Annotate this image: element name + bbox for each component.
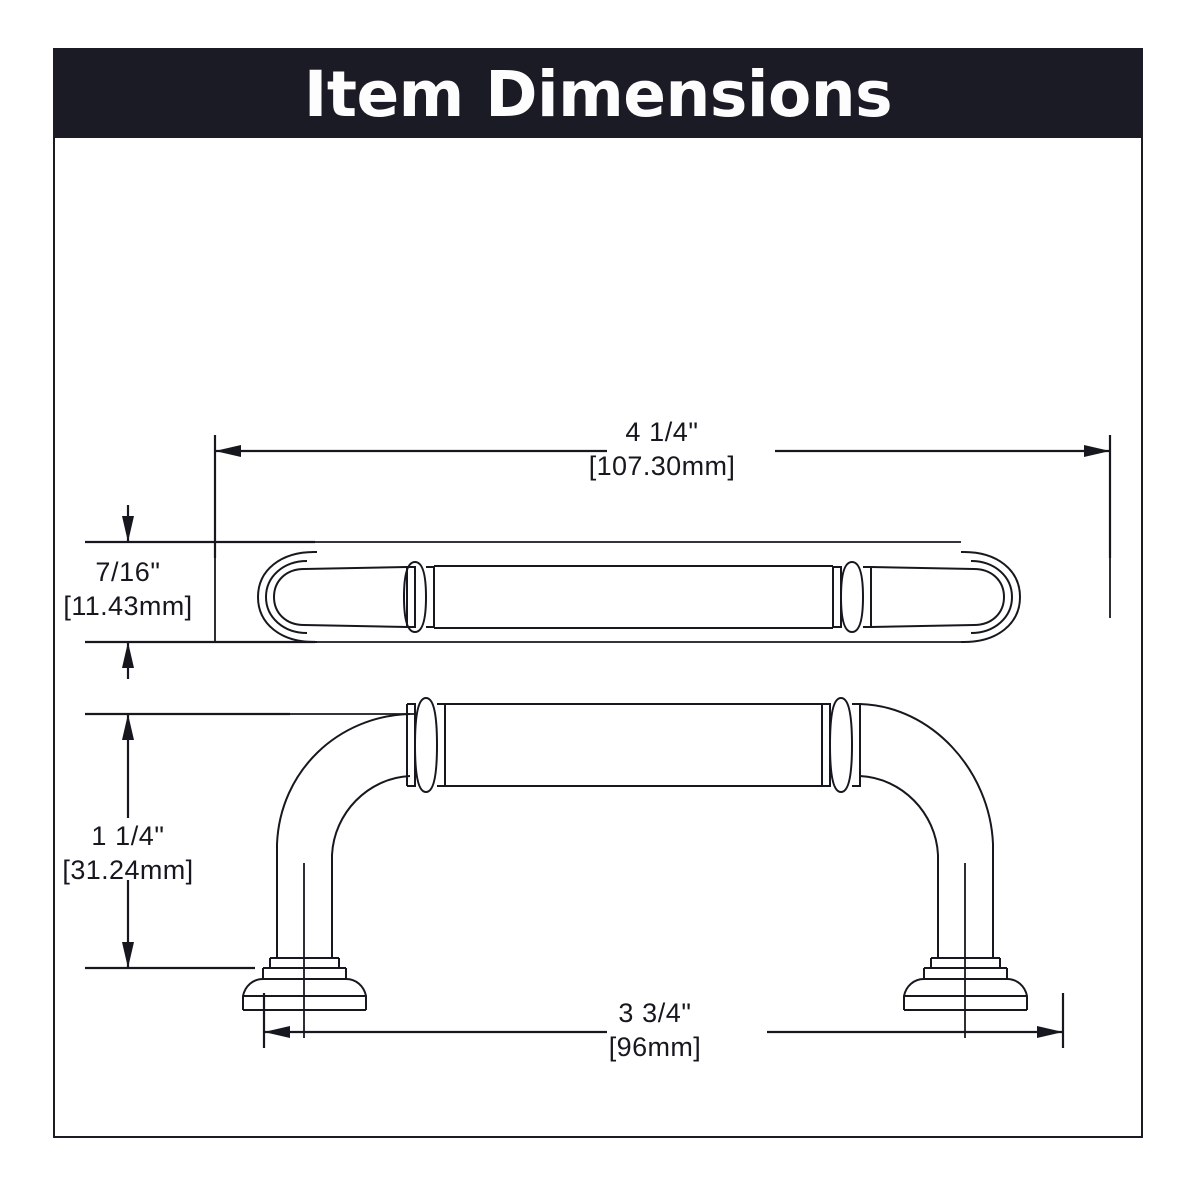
- dimension-overall-length: 4 1/4" [107.30mm]: [213, 417, 1112, 558]
- overall-length-arrow-right: [1084, 445, 1110, 457]
- handle-height-arrow-top: [122, 714, 134, 740]
- top-view-right-outer-loop-cap: [961, 551, 964, 643]
- front-view-right-outer-curve: [859, 703, 994, 930]
- top-view-right-inner-loop: [970, 560, 1014, 634]
- title-bar: Item Dimensions: [55, 50, 1141, 138]
- projection-depth-arrow-top: [122, 516, 134, 542]
- top-view-left-collar: [402, 560, 435, 634]
- top-view-left-loop-inner2: [272, 568, 305, 626]
- top-view-left-barrel-bottom: [303, 624, 408, 628]
- projection-depth-metric-label: [11.43mm]: [63, 591, 192, 621]
- center-to-center-arrow-right: [1037, 1026, 1063, 1038]
- drawing-svg: 4 1/4" [107.30mm] 7/16" [11.43mm]: [62, 417, 1112, 1062]
- top-view: [210, 435, 1111, 643]
- front-view-left-collar: [406, 696, 446, 794]
- top-view-left-inner-loop: [264, 560, 308, 634]
- handle-height-metric-label: [31.24mm]: [62, 855, 193, 885]
- top-view-right-outer-loop: [963, 551, 1022, 643]
- dimension-center-to-center: 3 3/4" [96mm]: [262, 993, 1065, 1062]
- overall-length-imperial-label: 4 1/4": [625, 417, 698, 447]
- top-view-left-outer-loop: [256, 551, 315, 643]
- center-to-center-arrow-left: [264, 1026, 290, 1038]
- front-view-left-outer-curve: [276, 713, 411, 930]
- top-view-right-collar: [832, 560, 872, 634]
- front-view-right-collar: [821, 696, 861, 794]
- technical-drawing-canvas: 4 1/4" [107.30mm] 7/16" [11.43mm]: [55, 138, 1141, 1136]
- top-view-right-loop-inner2: [973, 568, 1006, 626]
- drawing-frame: Item Dimensions: [53, 48, 1143, 1138]
- page-title: Item Dimensions: [303, 57, 893, 131]
- front-view-right-inner-curve: [859, 775, 939, 930]
- handle-height-arrow-bottom: [122, 942, 134, 968]
- center-to-center-imperial-label: 3 3/4": [618, 998, 691, 1028]
- top-view-right-barrel-bottom: [870, 624, 975, 628]
- front-view-left-inner-curve: [331, 775, 411, 930]
- center-to-center-metric-label: [96mm]: [609, 1032, 701, 1062]
- overall-length-metric-label: [107.30mm]: [589, 451, 736, 481]
- top-view-left-barrel-top: [303, 566, 408, 570]
- dimension-projection-depth: 7/16" [11.43mm]: [63, 505, 315, 679]
- projection-depth-imperial-label: 7/16": [95, 557, 160, 587]
- dimension-handle-height: 1 1/4" [31.24mm]: [62, 712, 290, 970]
- front-view: [210, 696, 1028, 1038]
- overall-length-arrow-left: [215, 445, 241, 457]
- projection-depth-arrow-bottom: [122, 642, 134, 668]
- top-view-right-barrel-top: [870, 566, 975, 570]
- top-view-left-outer-loop-cap: [314, 551, 317, 643]
- handle-height-imperial-label: 1 1/4": [91, 821, 164, 851]
